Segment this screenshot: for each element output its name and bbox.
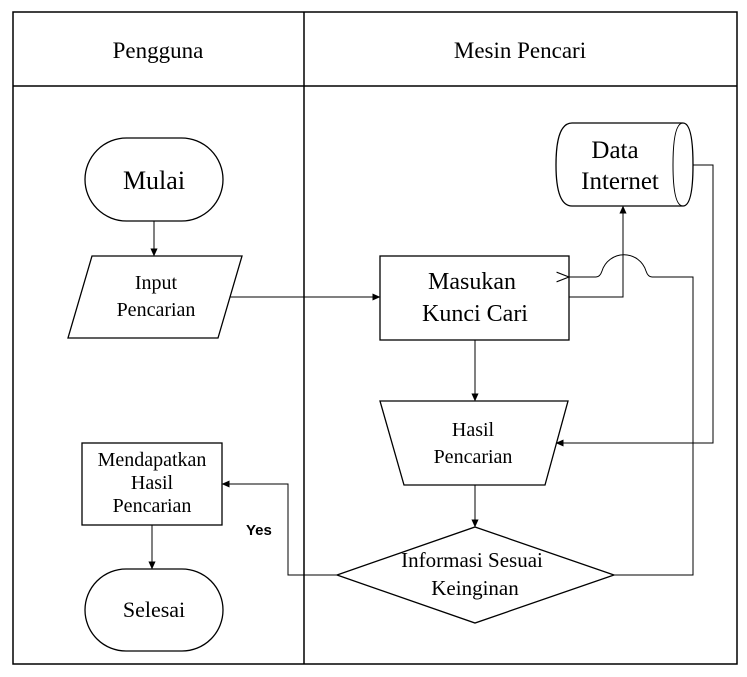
end-terminator: Selesai bbox=[84, 568, 224, 652]
input-label-line2: Pencarian bbox=[117, 299, 196, 321]
start-terminator: Mulai bbox=[84, 137, 224, 222]
obtain-label-line2: Hasil bbox=[131, 472, 174, 494]
keyword-label-line2: Kunci Cari bbox=[422, 301, 528, 327]
keyword-label-line1: Masukan bbox=[428, 269, 516, 295]
connector-decision-loop-back bbox=[569, 254, 694, 576]
connectors bbox=[148, 164, 714, 576]
data-internet-label-line2: Internet bbox=[581, 168, 659, 195]
connector-keyword-to-data bbox=[569, 205, 627, 298]
end-label: Selesai bbox=[123, 597, 185, 622]
obtain-label-line3: Pencarian bbox=[113, 495, 192, 517]
decision-label-line1: Informasi Sesuai bbox=[401, 548, 543, 572]
start-label: Mulai bbox=[123, 166, 185, 195]
result-trapezoid: Hasil Pencarian bbox=[379, 400, 569, 486]
swimlane-frame bbox=[12, 11, 738, 665]
yes-label: Yes bbox=[246, 522, 272, 539]
obtain-result-box: Mendapatkan Hasil Pencarian bbox=[81, 442, 223, 526]
lane-header-mesin-pencari: Mesin Pencari bbox=[454, 38, 586, 63]
connector-decision-yes bbox=[221, 480, 337, 576]
keyword-process-box: Masukan Kunci Cari bbox=[379, 255, 570, 341]
obtain-label-line1: Mendapatkan bbox=[98, 449, 207, 471]
result-label-line2: Pencarian bbox=[434, 446, 513, 468]
data-internet-storage: Data Internet bbox=[555, 122, 694, 207]
input-label-line1: Input bbox=[135, 272, 178, 294]
data-internet-label-line1: Data bbox=[591, 137, 638, 164]
lane-header-pengguna: Pengguna bbox=[113, 38, 204, 63]
decision-label-line2: Keinginan bbox=[431, 576, 519, 600]
input-parallelogram: Input Pencarian bbox=[67, 255, 243, 339]
result-label-line1: Hasil bbox=[452, 419, 495, 441]
connector-data-to-result bbox=[555, 164, 714, 447]
decision-diamond: Informasi Sesuai Keinginan bbox=[335, 526, 616, 624]
